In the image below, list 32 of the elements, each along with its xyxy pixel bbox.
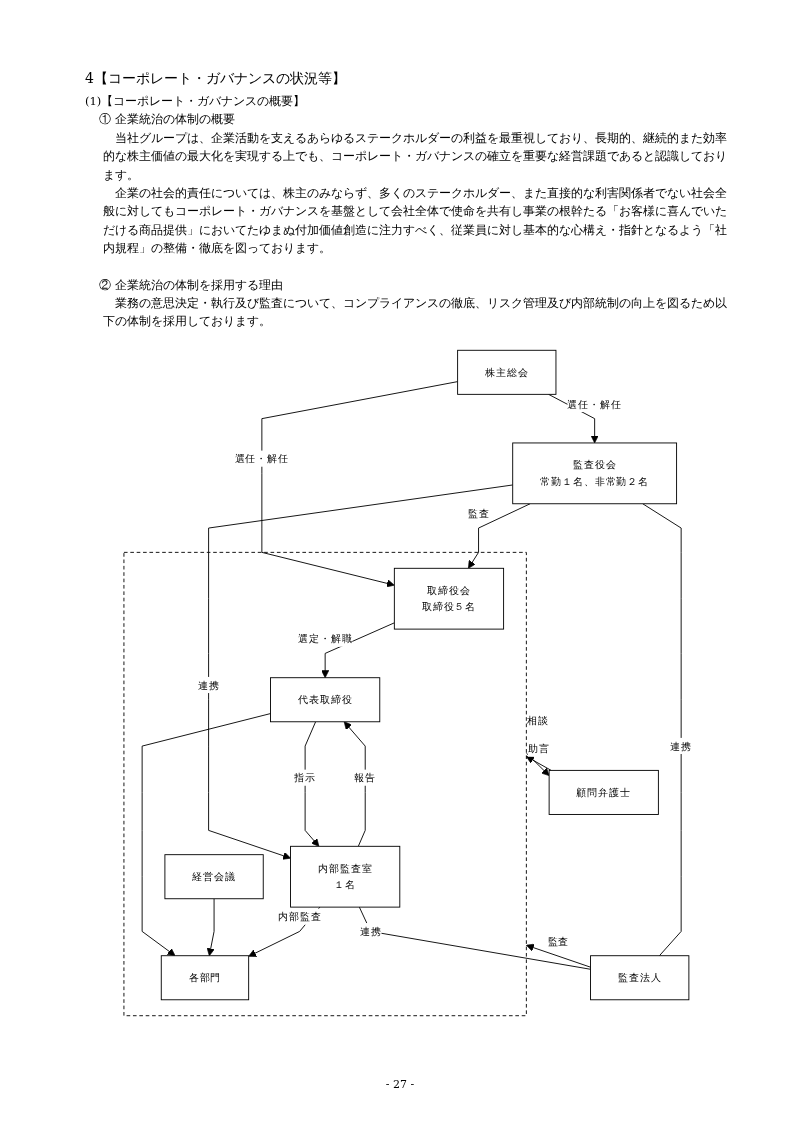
- cluster: [122, 551, 527, 1016]
- edge-label: 選定・解職: [297, 631, 352, 645]
- edge-label: 選任・解任: [566, 397, 622, 410]
- edge-label: 連携: [359, 924, 382, 938]
- edge-label: 監査: [547, 934, 569, 948]
- node-box: 代表取締役: [269, 676, 380, 722]
- paragraph: 企業の社会的責任については、株主のみならず、多くのステークホルダー、また直接的な利害関係者でない社会全般に対してもコーポレート・ガバナンスを基盤として会社全体で使命を共有し事業の根幹たる「お客様に喜んでいただける商品提供」においてたゆまぬ付加価値創造に注力すべく、従業員に対し基本的な心構え・指針となるよう「社内規程」の整備・徹底を図っております。: [102, 184, 728, 258]
- page-number: - 27 -: [384, 1078, 416, 1091]
- section-heading: 4【コーポレート・ガバナンスの状況等】: [85, 70, 347, 88]
- paragraph: 当社グループは、企業活動を支えるあらゆるステークホルダーの利益を最重視しており、長期的、継続的また効率的な株主価値の最大化を実現する上でも、コーポレート・ガバナンスの確立を重要な経営課題であると認識しております。: [102, 129, 728, 184]
- edge-label: 相談: [526, 713, 549, 727]
- node-box: 各部門: [160, 954, 249, 1000]
- node-box: 顧問弁護士: [548, 769, 659, 815]
- paragraph: 業務の意思決定・執行及び監査について、コンプライアンスの徹底、リスク管理及び内部統制の向上を図るため以下の体制を採用しております。: [102, 294, 728, 331]
- node-box: 取締役会 取締役５名: [393, 567, 504, 630]
- subheading: ② 企業統治の体制を採用する理由: [98, 276, 284, 294]
- edge-label: 報告: [353, 770, 376, 784]
- edge-label: 連携: [669, 739, 692, 752]
- node-box: 監査法人: [589, 954, 689, 1000]
- node-box: 株主総会: [456, 349, 556, 395]
- node-box: 経営会議: [163, 853, 264, 899]
- edge-label: 助言: [527, 741, 550, 755]
- subheading: ① 企業統治の体制の概要: [98, 111, 236, 129]
- edge-label: 選任・解任: [234, 451, 289, 465]
- edge-label: 指示: [293, 770, 316, 784]
- edge-label: 監査: [467, 506, 489, 520]
- edge-label: 内部監査: [277, 909, 321, 923]
- node-box: 内部監査室 １名: [289, 845, 400, 908]
- edge-label: 連携: [197, 678, 220, 692]
- subheading: (1)【コーポレート・ガバナンスの概要】: [85, 93, 307, 110]
- connector: [641, 503, 682, 956]
- node-box: 監査役会 常勤１名、非常勤２名: [511, 442, 677, 504]
